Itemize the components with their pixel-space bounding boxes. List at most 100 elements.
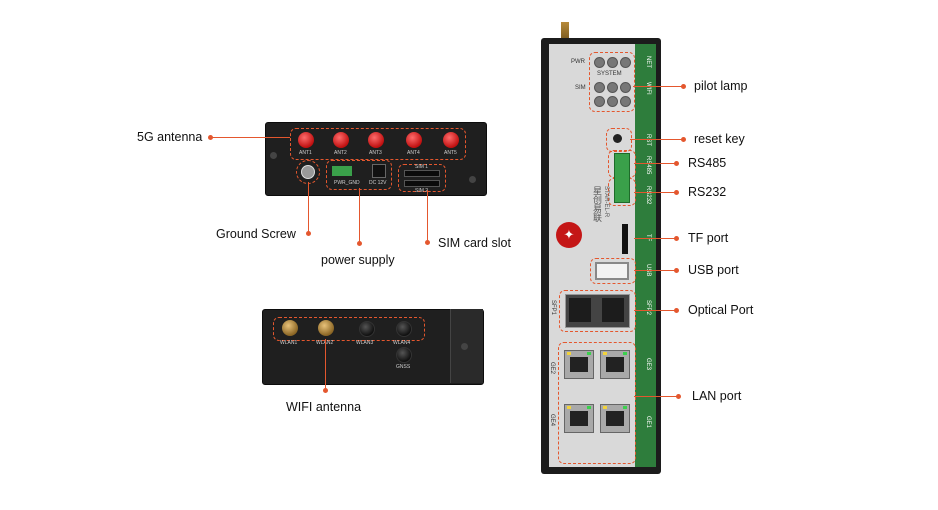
- router-green-strip: [635, 44, 656, 467]
- pointer-line-5g: [210, 137, 290, 138]
- sim-slot-highlight: [398, 164, 446, 192]
- strip-wifi: WIFI: [645, 82, 651, 95]
- pointer-line-tf: [634, 238, 676, 239]
- label-rs232: RS232: [688, 185, 727, 199]
- ant2-label: ANT2: [334, 150, 347, 156]
- antenna-5g-3: [368, 132, 384, 148]
- power-terminal-icon: [332, 166, 352, 176]
- pointer-dot-rs485: [674, 161, 679, 166]
- label-lan-port: LAN port: [692, 389, 742, 403]
- brand-model: STAR-EL-R: [603, 186, 609, 218]
- label-ground-screw: Ground Screw: [216, 227, 296, 241]
- pointer-line-usb: [634, 270, 676, 271]
- ant5-label: ANT5: [444, 150, 457, 156]
- label-pilot-lamp: pilot lamp: [694, 79, 748, 93]
- strip-sfp2: SFP2: [645, 300, 651, 316]
- pointer-line-wifi: [325, 339, 326, 389]
- label-sim-card-slot: SIM card slot: [438, 236, 511, 250]
- dc-12v-label: DC 12V: [369, 180, 387, 186]
- wlan3-cap: [359, 321, 375, 337]
- sim2-label: SIM 2: [415, 188, 429, 194]
- optical-port-highlight: [559, 290, 636, 332]
- pointer-dot-lan: [676, 394, 681, 399]
- label-power-supply: power supply: [321, 253, 395, 267]
- ground-screw-icon: [301, 165, 315, 179]
- ge4-port: [564, 404, 594, 433]
- ant4-label: ANT4: [407, 150, 420, 156]
- led-8: [607, 96, 618, 107]
- serial-terminal-block: [614, 153, 630, 203]
- strip-rs232: RS232: [645, 186, 651, 205]
- pointer-line-rs485: [634, 163, 676, 164]
- pwr-text: PWR: [571, 59, 585, 65]
- reset-key-highlight: [606, 128, 632, 152]
- wlan4-label: WLAN4: [393, 340, 411, 346]
- antenna-5g-2: [333, 132, 349, 148]
- pointer-dot-tf: [674, 236, 679, 241]
- led-3: [620, 57, 631, 68]
- antenna-5g-5: [443, 132, 459, 148]
- screw-right: [469, 176, 476, 183]
- strip-ge3: GE3: [645, 358, 651, 371]
- lan-port-highlight: [558, 342, 636, 464]
- sfp1-text: SFP1: [550, 300, 556, 316]
- sim-text: SIM: [575, 85, 586, 91]
- wlan4-cap: [396, 321, 412, 337]
- antenna-5g-4: [406, 132, 422, 148]
- dc-jack-icon: [372, 164, 386, 178]
- router-front-panel-wifi: [262, 309, 484, 385]
- led-4: [594, 82, 605, 93]
- system-text: SYSTEM: [597, 71, 622, 77]
- pointer-line-rs232: [634, 192, 676, 193]
- ant1-label: ANT1: [299, 150, 312, 156]
- label-5g-antenna: 5G antenna: [137, 130, 203, 144]
- pointer-dot-pilot: [681, 84, 686, 89]
- tf-slot-icon: [622, 224, 628, 254]
- brand-name: 星创易联: [592, 186, 602, 222]
- antenna-5g-1: [298, 132, 314, 148]
- ge4-text: GE4: [549, 414, 555, 427]
- gnss-label: GNSS: [396, 364, 411, 370]
- pilot-lamp-highlight: [589, 52, 635, 112]
- pointer-dot-reset: [681, 137, 686, 142]
- pointer-line-lan: [634, 396, 678, 397]
- label-reset-key: reset key: [694, 132, 745, 146]
- led-2: [607, 57, 618, 68]
- pointer-line-sim: [427, 190, 428, 241]
- pointer-dot-rs232: [674, 190, 679, 195]
- ge2-port: [564, 350, 594, 379]
- strip-rs485: RS485: [645, 156, 651, 175]
- led-7: [594, 96, 605, 107]
- wlan2-antenna: [318, 320, 334, 336]
- pointer-dot-wifi: [323, 388, 328, 393]
- sim-slot-1-icon: [404, 170, 440, 177]
- led-1: [594, 57, 605, 68]
- wlan3-label: WLAN3: [356, 340, 374, 346]
- pointer-dot-optical: [674, 308, 679, 313]
- usb-port-highlight: [590, 258, 636, 284]
- ge3-port: [600, 350, 630, 379]
- pointer-dot-sim: [425, 240, 430, 245]
- pointer-dot-ground: [306, 231, 311, 236]
- bracket-screw: [461, 343, 468, 350]
- ge2-text: GE2: [549, 362, 555, 375]
- antenna-connector-top: [561, 22, 569, 40]
- usb-port-icon: [595, 262, 629, 280]
- sim-slot-2-icon: [404, 180, 440, 187]
- led-5: [607, 82, 618, 93]
- ant3-label: ANT3: [369, 150, 382, 156]
- pointer-dot-power: [357, 241, 362, 246]
- label-optical-port: Optical Port: [688, 303, 754, 317]
- pointer-line-power: [359, 188, 360, 242]
- wlan1-label: WLAN1: [280, 340, 298, 346]
- sfp-port-1: [569, 298, 591, 322]
- strip-ge1: GE1: [645, 416, 651, 429]
- sfp-port-2: [602, 298, 624, 322]
- wifi-antenna-highlight: [273, 317, 425, 341]
- led-9: [620, 96, 631, 107]
- brand-logo-icon: [556, 222, 582, 248]
- label-tf-port: TF port: [688, 231, 729, 245]
- strip-rst: RST: [645, 134, 651, 146]
- side-bracket: [450, 309, 483, 383]
- wlan2-label: WLAN2: [316, 340, 333, 346]
